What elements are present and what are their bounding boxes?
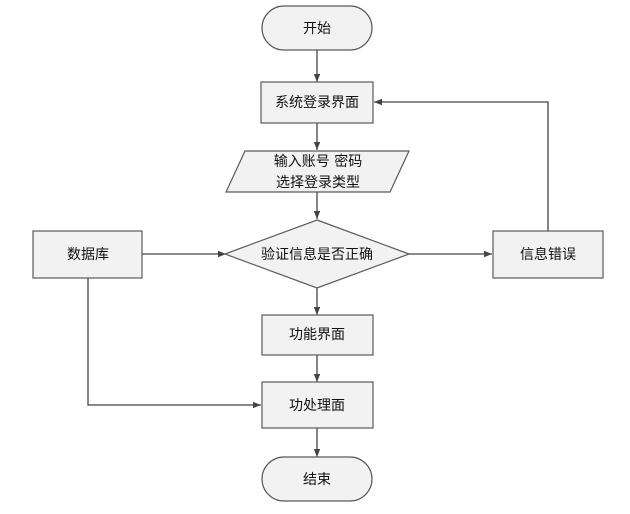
input-shape [225, 150, 410, 193]
process-screen-node: 功处理面 [261, 381, 374, 429]
end-terminator: 结束 [261, 456, 373, 502]
verify-decision-shape [223, 219, 411, 289]
start-terminator: 开始 [261, 5, 373, 51]
input-label-line1: 输入账号 密码 [274, 153, 362, 170]
error-shape [492, 230, 604, 279]
error-node: 信息错误 [492, 230, 604, 279]
verify-decision-label: 验证信息是否正确 [261, 246, 373, 263]
edge-database-to-process [87, 278, 261, 409]
edge-error-to-login [374, 98, 549, 231]
end-shape [261, 456, 373, 502]
flow-edges [87, 50, 549, 457]
verify-decision-node: 验证信息是否正确 [223, 219, 411, 289]
database-shape [32, 230, 143, 279]
end-label: 结束 [303, 472, 331, 488]
login-screen-node: 系统登录界面 [260, 81, 374, 124]
process-screen-shape [261, 381, 374, 429]
login-screen-label: 系统登录界面 [275, 95, 359, 111]
function-screen-node: 功能界面 [261, 314, 374, 356]
database-label: 数据库 [67, 247, 109, 263]
database-node: 数据库 [32, 230, 143, 279]
start-label: 开始 [303, 21, 331, 37]
login-screen-shape [260, 81, 374, 124]
input-node: 输入账号 密码 选择登录类型 [225, 150, 410, 193]
start-shape [261, 5, 373, 51]
input-label-line2: 选择登录类型 [276, 175, 360, 191]
error-label: 信息错误 [520, 246, 576, 263]
function-screen-label: 功能界面 [289, 327, 345, 343]
process-screen-label: 功处理面 [289, 398, 345, 414]
function-screen-shape [261, 314, 374, 356]
